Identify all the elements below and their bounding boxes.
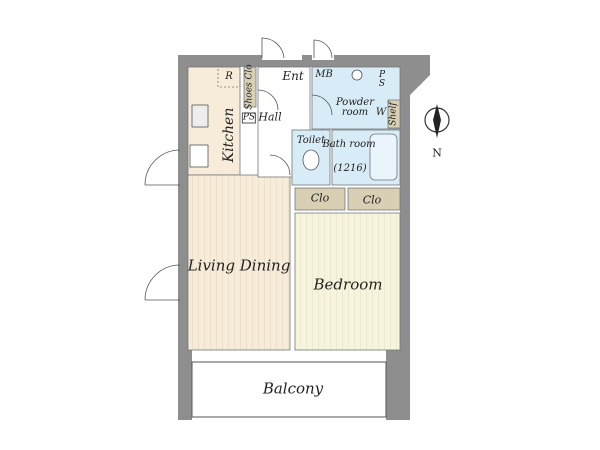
living-dining-label: Living Dining bbox=[187, 256, 291, 275]
closet-1-label: Clo bbox=[310, 191, 330, 205]
washbasin-icon bbox=[351, 69, 363, 81]
powder-room-label: Powder room bbox=[335, 97, 374, 118]
washer-label: W bbox=[375, 107, 387, 118]
fridge-label: R bbox=[225, 71, 233, 82]
shelf-label: Shelf bbox=[388, 102, 399, 126]
shelf bbox=[387, 99, 401, 129]
hall-label: Hall bbox=[258, 110, 282, 124]
shoes-closet bbox=[243, 66, 257, 108]
north-label: N bbox=[432, 146, 442, 160]
walls bbox=[178, 40, 430, 420]
closet-2-label: Clo bbox=[362, 193, 382, 207]
bathroom-label: Bath room bbox=[322, 139, 376, 150]
compass-icon bbox=[424, 104, 450, 138]
living-floor bbox=[187, 174, 291, 351]
pipe-space-label: P S bbox=[378, 70, 386, 89]
bathtub bbox=[369, 133, 398, 181]
closet-1 bbox=[294, 187, 346, 211]
kitchen-label: Kitchen bbox=[221, 107, 237, 163]
bedroom-label: Bedroom bbox=[313, 275, 383, 294]
toilet-label: Toilet bbox=[296, 135, 326, 146]
bedroom-floor bbox=[294, 212, 401, 351]
fridge-space bbox=[217, 66, 241, 88]
pipe-space-small-label: PS bbox=[241, 112, 257, 124]
shoes-closet-label: Shoes Clo bbox=[244, 64, 255, 110]
doors bbox=[144, 37, 333, 301]
entrance-label: Ent bbox=[282, 69, 304, 83]
sink-icon bbox=[189, 144, 209, 168]
stove-icon bbox=[191, 104, 209, 128]
balcony-label: Balcony bbox=[262, 379, 324, 398]
bathroom-size: (1216) bbox=[333, 163, 367, 174]
balcony-area bbox=[191, 361, 387, 418]
meter-box-label: MB bbox=[315, 69, 333, 80]
toilet-icon bbox=[302, 149, 320, 171]
closet-2 bbox=[347, 187, 401, 211]
